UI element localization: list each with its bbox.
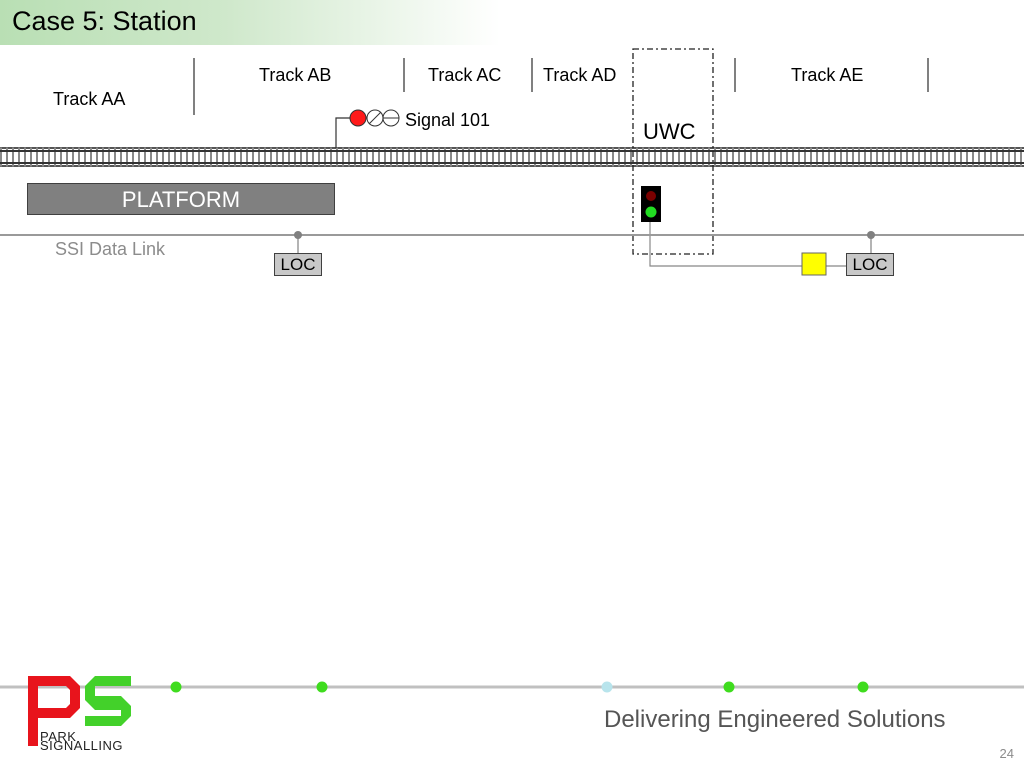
loc-box-left: LOC xyxy=(274,253,322,276)
track-separator xyxy=(927,58,929,92)
platform: PLATFORM xyxy=(27,183,335,215)
loc-connection-dot xyxy=(294,231,302,239)
track-label-ae: Track AE xyxy=(791,65,864,85)
light-green-on xyxy=(645,206,657,218)
footer-dot xyxy=(723,681,735,693)
loc-box-right: LOC xyxy=(846,253,894,276)
logo-text-signalling: SIGNALLING xyxy=(40,738,124,753)
light-red-off xyxy=(646,191,656,201)
track-label-ad: Track AD xyxy=(543,65,617,85)
park-signalling-logo xyxy=(28,676,131,746)
yellow-indicator xyxy=(801,252,827,276)
track-separator xyxy=(193,58,195,115)
title-bar: Case 5: Station xyxy=(0,0,500,45)
footer-tagline: Delivering Engineered Solutions xyxy=(604,706,946,733)
slide-title: Case 5: Station xyxy=(12,6,197,36)
railway-track xyxy=(0,147,1024,167)
ssi-data-link-label: SSI Data Link xyxy=(55,239,166,259)
uwc-label: UWC xyxy=(643,119,696,144)
footer-dot xyxy=(316,681,328,693)
uwc-boundary xyxy=(632,48,714,255)
page-number: 24 xyxy=(999,746,1014,761)
logo-text-park: PARK xyxy=(40,729,77,744)
signal-101 xyxy=(335,109,400,148)
track-separator xyxy=(403,58,405,92)
signal-101-label: Signal 101 xyxy=(405,110,491,130)
uwc-wire xyxy=(649,222,802,267)
uwc-traffic-light xyxy=(641,186,661,222)
track-separator xyxy=(734,58,736,92)
track-label-ac: Track AC xyxy=(428,65,502,85)
signal-red-aspect xyxy=(349,109,367,127)
footer-dot xyxy=(857,681,869,693)
track-label-aa: Track AA xyxy=(53,89,126,109)
footer-dot xyxy=(601,681,613,693)
track-separator xyxy=(531,58,533,92)
loc-connection-dot xyxy=(867,231,875,239)
footer-dot xyxy=(170,681,182,693)
track-label-ab: Track AB xyxy=(259,65,332,85)
